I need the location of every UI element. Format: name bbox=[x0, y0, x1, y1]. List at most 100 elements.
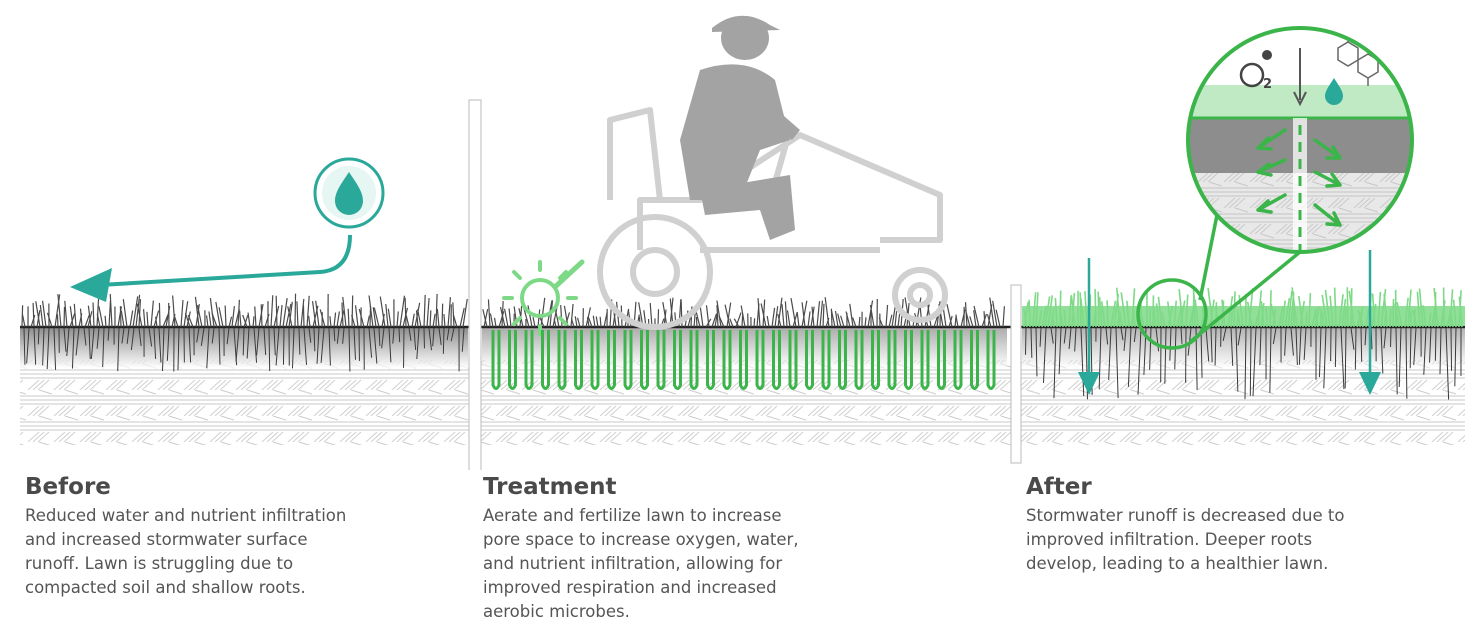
root bbox=[158, 327, 162, 363]
root bbox=[1180, 327, 1183, 344]
root bbox=[33, 327, 37, 365]
root bbox=[263, 327, 267, 355]
root bbox=[1068, 327, 1072, 350]
root bbox=[1445, 327, 1450, 400]
root bbox=[282, 327, 285, 365]
root bbox=[1295, 327, 1298, 365]
root bbox=[66, 327, 70, 357]
aeration-tine bbox=[871, 330, 880, 390]
grass-before bbox=[21, 293, 468, 328]
aeration-tine bbox=[524, 330, 534, 390]
root bbox=[1383, 327, 1387, 349]
grass-blade bbox=[411, 313, 415, 328]
root bbox=[1120, 327, 1124, 341]
root bbox=[1380, 327, 1384, 374]
grass-blade bbox=[487, 299, 491, 328]
grass-blade bbox=[415, 310, 419, 328]
root bbox=[1252, 327, 1257, 397]
grass-blade bbox=[385, 304, 389, 328]
root bbox=[1413, 327, 1417, 366]
grass-blade bbox=[784, 301, 788, 328]
grass-blade bbox=[109, 294, 113, 328]
root bbox=[353, 327, 356, 360]
grass-blade bbox=[196, 305, 203, 328]
root bbox=[226, 327, 230, 345]
grass-blade bbox=[79, 308, 83, 328]
grass-blade bbox=[315, 300, 320, 328]
root bbox=[1450, 327, 1453, 371]
root bbox=[1360, 327, 1363, 362]
grass-blade bbox=[208, 311, 212, 328]
root bbox=[1429, 327, 1432, 363]
water-drop-icon bbox=[1325, 78, 1343, 105]
grass-blade bbox=[777, 313, 782, 328]
front-wheel bbox=[892, 267, 948, 323]
root bbox=[328, 327, 331, 366]
grass-blade bbox=[762, 299, 766, 328]
grass-blade bbox=[302, 304, 305, 328]
grass-blade bbox=[532, 316, 536, 328]
grass-blade bbox=[63, 306, 66, 328]
grass-blade bbox=[888, 314, 893, 328]
grass-blade bbox=[459, 307, 465, 328]
grass-blade bbox=[995, 309, 1001, 328]
root bbox=[303, 327, 308, 365]
grass-blade bbox=[933, 316, 939, 328]
grass-blade bbox=[822, 303, 825, 328]
grass-blade bbox=[955, 316, 959, 328]
grass-blade bbox=[311, 301, 317, 328]
root bbox=[1214, 327, 1217, 366]
infiltration-arrowhead-left bbox=[1078, 372, 1100, 395]
grass-blade bbox=[735, 312, 742, 328]
aeration-tine bbox=[937, 330, 946, 390]
grass-blade bbox=[252, 316, 255, 328]
grass-blade bbox=[319, 309, 326, 328]
root bbox=[1439, 327, 1442, 375]
aeration-tine bbox=[574, 330, 583, 390]
zoom-leader-line bbox=[1188, 250, 1302, 344]
root bbox=[177, 327, 180, 371]
root bbox=[1303, 327, 1307, 360]
grass-blade bbox=[387, 308, 392, 328]
grass-blade bbox=[483, 308, 489, 328]
infiltration-arrowhead-right bbox=[1359, 372, 1381, 395]
grass-blade bbox=[215, 301, 221, 328]
root bbox=[1030, 327, 1033, 358]
grass-blade bbox=[965, 312, 971, 328]
grass-blade bbox=[32, 302, 35, 328]
grass-blade bbox=[503, 308, 509, 328]
grass-blade bbox=[585, 307, 592, 328]
root bbox=[130, 327, 135, 351]
shallow-roots bbox=[23, 327, 465, 372]
grass-blade bbox=[830, 310, 836, 328]
grass-blade bbox=[294, 293, 297, 328]
aeration-tine bbox=[739, 330, 748, 390]
grass-blade bbox=[180, 299, 184, 328]
root bbox=[1334, 327, 1337, 367]
root bbox=[1298, 327, 1302, 365]
grass-blade bbox=[306, 295, 310, 328]
tractor-seat bbox=[607, 107, 663, 201]
driver-silhouette bbox=[680, 15, 800, 240]
grass-blade bbox=[96, 298, 100, 328]
root bbox=[1039, 327, 1042, 347]
grass-blade bbox=[662, 302, 668, 328]
grass-blade bbox=[373, 307, 380, 328]
root bbox=[53, 327, 57, 370]
grass-blade bbox=[56, 314, 59, 328]
grass-blade bbox=[187, 314, 194, 328]
grass-blade bbox=[231, 306, 235, 328]
aeration-tine bbox=[805, 330, 814, 390]
grass-blade bbox=[946, 304, 953, 328]
grass-blade bbox=[724, 304, 731, 328]
grass-blade bbox=[973, 305, 980, 328]
grass-blade bbox=[695, 316, 698, 328]
root bbox=[196, 327, 200, 343]
rear-wheel-hub bbox=[630, 247, 680, 297]
grass-blade bbox=[570, 318, 575, 328]
grass-blade bbox=[771, 307, 776, 328]
grass-blade bbox=[819, 300, 824, 328]
grass-blade bbox=[288, 301, 293, 328]
topsoil-treatment bbox=[482, 328, 1007, 368]
grass-blade bbox=[254, 306, 257, 328]
